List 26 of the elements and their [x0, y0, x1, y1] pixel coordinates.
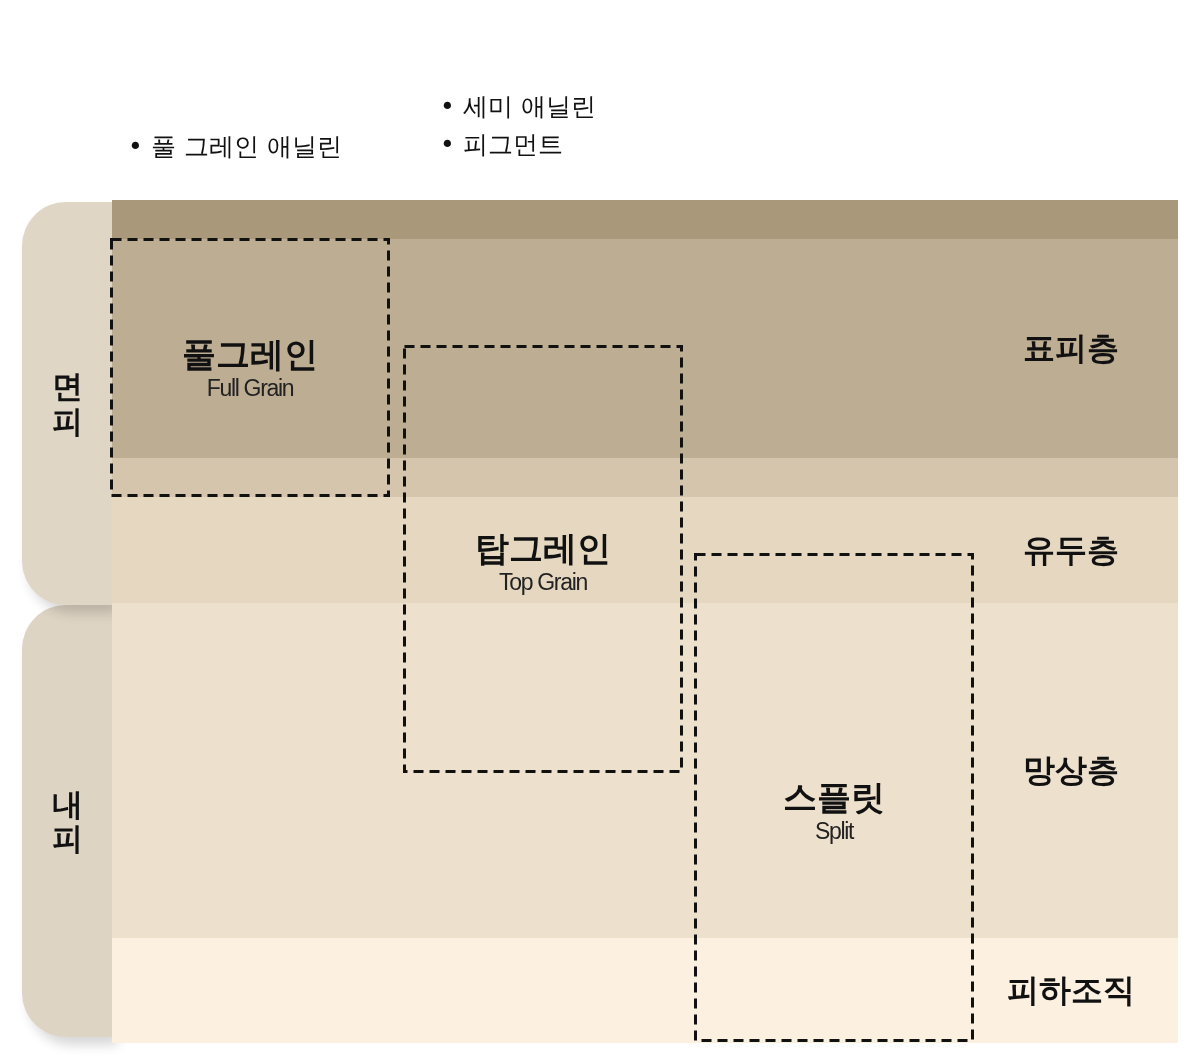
dashed-frame: [403, 345, 683, 773]
layer-band: [112, 603, 1178, 938]
tab-label: 면피: [51, 369, 83, 438]
layer-label: 망상층: [1023, 751, 1119, 790]
layer-band: [112, 239, 1178, 458]
region-subtitle: Top Grain: [499, 568, 587, 596]
layer-label: 표피층: [1023, 329, 1119, 368]
side-tab: [22, 605, 112, 1037]
bullet-text: • 세미 애닐린: [440, 92, 596, 122]
bullet-text: • 피그먼트: [440, 130, 563, 160]
tab-label: 내피: [51, 786, 83, 856]
region-title: 스플릿: [783, 777, 885, 818]
bullet-text: • 풀 그레인 애닐린: [128, 132, 342, 162]
region-title: 탑그레인: [475, 528, 611, 569]
layer-band: [112, 458, 1178, 603]
dashed-frame: [694, 553, 974, 1042]
layer-band: [112, 200, 1178, 239]
layer-label: 피하조직: [1007, 971, 1135, 1010]
layer-band: [112, 938, 1178, 1043]
region-title: 풀그레인: [182, 334, 318, 375]
layer-band: [112, 458, 1178, 497]
region-subtitle: Full Grain: [206, 374, 294, 402]
region-subtitle: Split: [814, 817, 854, 845]
dashed-frame: [110, 238, 390, 497]
layer-label: 유두층: [1023, 530, 1119, 570]
side-tab: [22, 202, 112, 605]
